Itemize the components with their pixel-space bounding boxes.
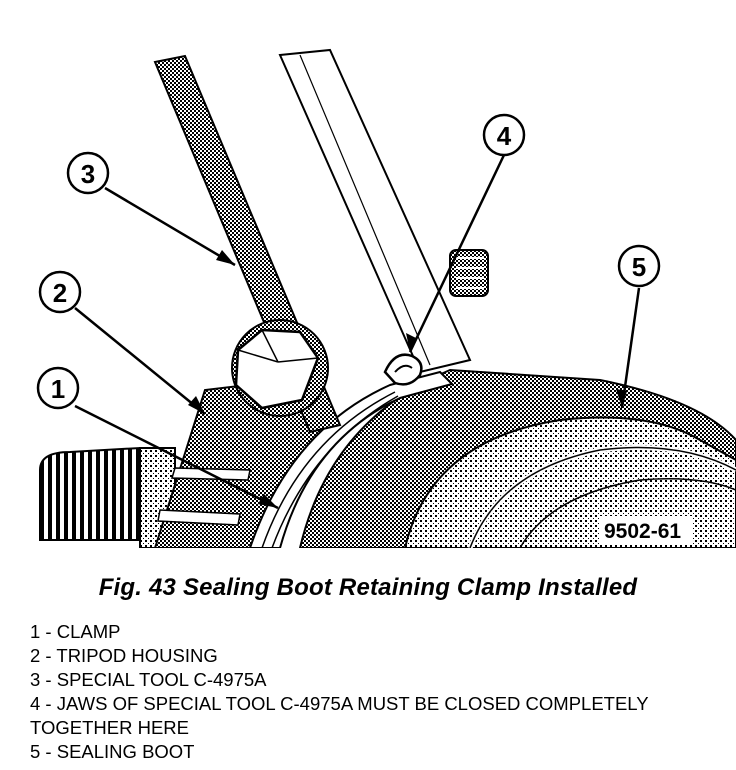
- hex-bolt: [231, 319, 329, 417]
- clamp-illustration: 3 2 1 4 5 9502-61: [36, 48, 736, 548]
- tool-handle-right: [278, 48, 472, 374]
- svg-text:5: 5: [632, 252, 646, 282]
- figure-caption: Fig. 43 Sealing Boot Retaining Clamp Ins…: [98, 574, 638, 601]
- legend-item-special-tool: 3 - SPECIAL TOOL C-4975A: [30, 669, 267, 690]
- svg-text:2: 2: [53, 278, 67, 308]
- svg-text:3: 3: [81, 159, 95, 189]
- clamp-band-shape: [248, 370, 454, 548]
- tool-jaws: [383, 353, 423, 386]
- leader-lines: [74, 154, 641, 510]
- legend-list: 1 - CLAMP 2 - TRIPOD HOUSING 3 - SPECIAL…: [30, 620, 720, 764]
- legend-item-tool-jaws: 4 - JAWS OF SPECIAL TOOL C-4975A MUST BE…: [30, 693, 649, 738]
- leader-arrowheads: [188, 250, 627, 508]
- callout-4: 4: [482, 113, 526, 157]
- threaded-stud: [449, 249, 489, 297]
- callout-2: 2: [38, 270, 82, 314]
- legend-item-sealing-boot: 5 - SEALING BOOT: [30, 741, 195, 762]
- svg-text:1: 1: [51, 374, 65, 404]
- shaft-stub: [39, 446, 176, 548]
- callout-3: 3: [66, 151, 110, 195]
- figure-code: 9502-61: [604, 520, 681, 543]
- callout-5: 5: [617, 244, 661, 288]
- legend-item-clamp: 1 - CLAMP: [30, 621, 121, 642]
- sealing-boot-shape: [298, 368, 736, 548]
- callout-1: 1: [36, 366, 80, 410]
- svg-text:4: 4: [497, 121, 512, 151]
- legend-item-tripod-housing: 2 - TRIPOD HOUSING: [30, 645, 218, 666]
